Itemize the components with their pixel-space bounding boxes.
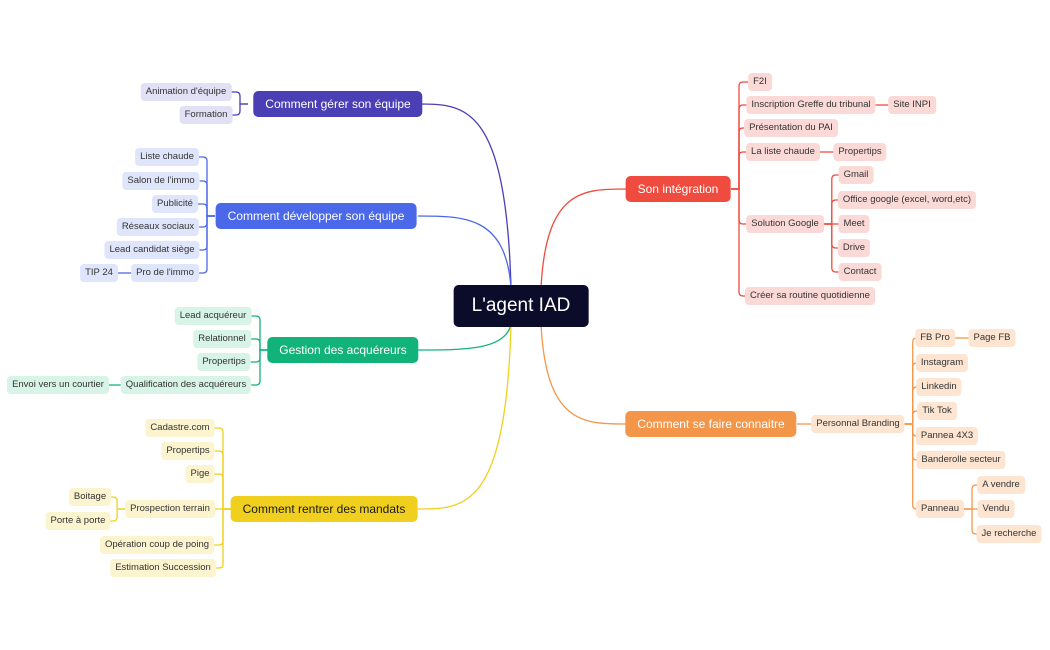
connector-leaf-mandats-7 — [215, 508, 231, 569]
connector-leaf-acquereurs-1 — [250, 338, 268, 351]
leaf-integration-6[interactable]: Solution Google — [746, 215, 824, 233]
leaf-mandats-1[interactable]: Propertips — [161, 442, 215, 460]
leaf-mandats-3[interactable]: Prospection terrain — [125, 500, 215, 518]
connector-acquereurs — [417, 323, 512, 351]
connector-leaf-developper-5 — [198, 215, 215, 274]
connector-leaf-mandats-0 — [214, 427, 231, 510]
connector-leaf-integration-8 — [823, 199, 838, 225]
leaf-integration-3[interactable]: Présentation du PAI — [744, 119, 838, 137]
connector-mandats — [417, 323, 512, 510]
leaf-acquereurs-1[interactable]: Relationnel — [193, 330, 251, 348]
connector-leaf-developper-0 — [198, 156, 215, 217]
connector-leaf-acquereurs-2 — [250, 349, 268, 363]
branch-developper[interactable]: Comment développer son équipe — [215, 203, 417, 229]
branch-integration[interactable]: Son intégration — [625, 176, 731, 202]
leaf-integration-0[interactable]: F2I — [748, 73, 772, 91]
leaf-connaitre-6[interactable]: Pannea 4X3 — [915, 427, 979, 445]
leaf-mandats-7[interactable]: Estimation Succession — [110, 559, 216, 577]
connector-leaf-integration-12 — [731, 188, 746, 297]
leaf-developper-0[interactable]: Liste chaude — [135, 148, 199, 166]
leaf-acquereurs-4[interactable]: Envoi vers un courtier — [7, 376, 109, 394]
connector-leaf-mandats-5 — [110, 508, 126, 522]
leaf-connaitre-3[interactable]: Instagram — [915, 354, 969, 372]
connector-leaf-connaitre-3 — [904, 362, 917, 425]
connector-leaf-connaitre-4 — [904, 386, 917, 425]
leaf-mandats-2[interactable]: Pige — [185, 465, 215, 483]
connector-connaitre — [540, 323, 627, 425]
leaf-developper-1[interactable]: Salon de l'immo — [122, 172, 200, 190]
connector-leaf-acquereurs-0 — [251, 315, 268, 351]
leaf-integration-9[interactable]: Meet — [838, 215, 870, 233]
leaf-integration-7[interactable]: Gmail — [838, 166, 874, 184]
leaf-integration-5[interactable]: Propertips — [833, 143, 887, 161]
leaf-integration-8[interactable]: Office google (excel, word,etc) — [837, 191, 977, 209]
leaf-mandats-6[interactable]: Opération coup de poing — [99, 536, 215, 554]
leaf-developper-2[interactable]: Publicité — [152, 195, 198, 213]
leaf-connaitre-9[interactable]: A vendre — [977, 476, 1025, 494]
leaf-connaitre-2[interactable]: Page FB — [968, 329, 1016, 347]
connector-leaf-acquereurs-3 — [251, 349, 268, 386]
leaf-integration-12[interactable]: Créer sa routine quotidienne — [745, 287, 875, 305]
connector-integration — [540, 188, 627, 289]
connector-developper — [417, 215, 512, 289]
branch-acquereurs[interactable]: Gestion des acquéreurs — [267, 337, 419, 363]
leaf-mandats-5[interactable]: Porte à porte — [45, 512, 111, 530]
connector-leaf-integration-1 — [731, 104, 747, 190]
central-topic[interactable]: L'agent IAD — [453, 285, 589, 327]
leaf-integration-11[interactable]: Contact — [838, 263, 882, 281]
connector-leaf-mandats-1 — [214, 450, 231, 510]
connector-leaf-integration-3 — [731, 127, 745, 190]
leaf-gerer-1[interactable]: Formation — [179, 106, 233, 124]
leaf-mandats-0[interactable]: Cadastre.com — [145, 419, 215, 437]
leaf-acquereurs-3[interactable]: Qualification des acquéreurs — [120, 376, 252, 394]
connector-leaf-connaitre-5 — [904, 410, 918, 425]
branch-gerer[interactable]: Comment gérer son équipe — [253, 91, 423, 117]
leaf-developper-3[interactable]: Réseaux sociaux — [116, 218, 200, 236]
leaf-developper-4[interactable]: Lead candidat siège — [104, 241, 200, 259]
leaf-gerer-0[interactable]: Animation d'équipe — [140, 83, 232, 101]
leaf-integration-1[interactable]: Inscription Greffe du tribunal — [746, 96, 876, 114]
connector-leaf-integration-7 — [823, 174, 839, 225]
branch-connaitre[interactable]: Comment se faire connaitre — [625, 411, 797, 437]
connector-gerer — [417, 103, 512, 289]
leaf-connaitre-4[interactable]: Linkedin — [916, 378, 962, 396]
connector-leaf-connaitre-9 — [964, 484, 978, 510]
leaf-connaitre-11[interactable]: Je recherche — [976, 525, 1042, 543]
connector-leaf-mandats-2 — [214, 473, 231, 510]
leaf-developper-5[interactable]: Pro de l'immo — [131, 264, 199, 282]
connector-leaf-developper-2 — [197, 203, 215, 217]
connector-leaf-mandats-4 — [111, 496, 126, 510]
connector-leaf-gerer-1 — [232, 103, 248, 116]
connector-leaf-integration-0 — [731, 81, 749, 190]
leaf-connaitre-0[interactable]: Personnal Branding — [811, 415, 905, 433]
leaf-integration-4[interactable]: La liste chaude — [746, 143, 820, 161]
leaf-connaitre-8[interactable]: Panneau — [915, 500, 965, 518]
connector-leaf-integration-11 — [823, 223, 839, 273]
leaf-acquereurs-2[interactable]: Propertips — [197, 353, 251, 371]
leaf-integration-2[interactable]: Site INPI — [888, 96, 936, 114]
leaf-connaitre-7[interactable]: Banderolle secteur — [916, 451, 1006, 469]
connector-leaf-integration-10 — [823, 223, 838, 249]
connector-leaf-gerer-0 — [231, 91, 248, 105]
leaf-connaitre-5[interactable]: Tik Tok — [917, 402, 957, 420]
leaf-integration-10[interactable]: Drive — [837, 239, 871, 257]
leaf-acquereurs-0[interactable]: Lead acquéreur — [174, 307, 252, 325]
leaf-connaitre-1[interactable]: FB Pro — [915, 329, 955, 347]
connector-leaf-developper-1 — [199, 180, 215, 217]
leaf-developper-6[interactable]: TIP 24 — [80, 264, 118, 282]
connector-leaf-connaitre-11 — [964, 508, 977, 535]
connector-leaf-integration-4 — [731, 151, 747, 190]
leaf-connaitre-10[interactable]: Vendu — [977, 500, 1015, 518]
leaf-mandats-4[interactable]: Boitage — [68, 488, 112, 506]
branch-mandats[interactable]: Comment rentrer des mandats — [230, 496, 418, 522]
